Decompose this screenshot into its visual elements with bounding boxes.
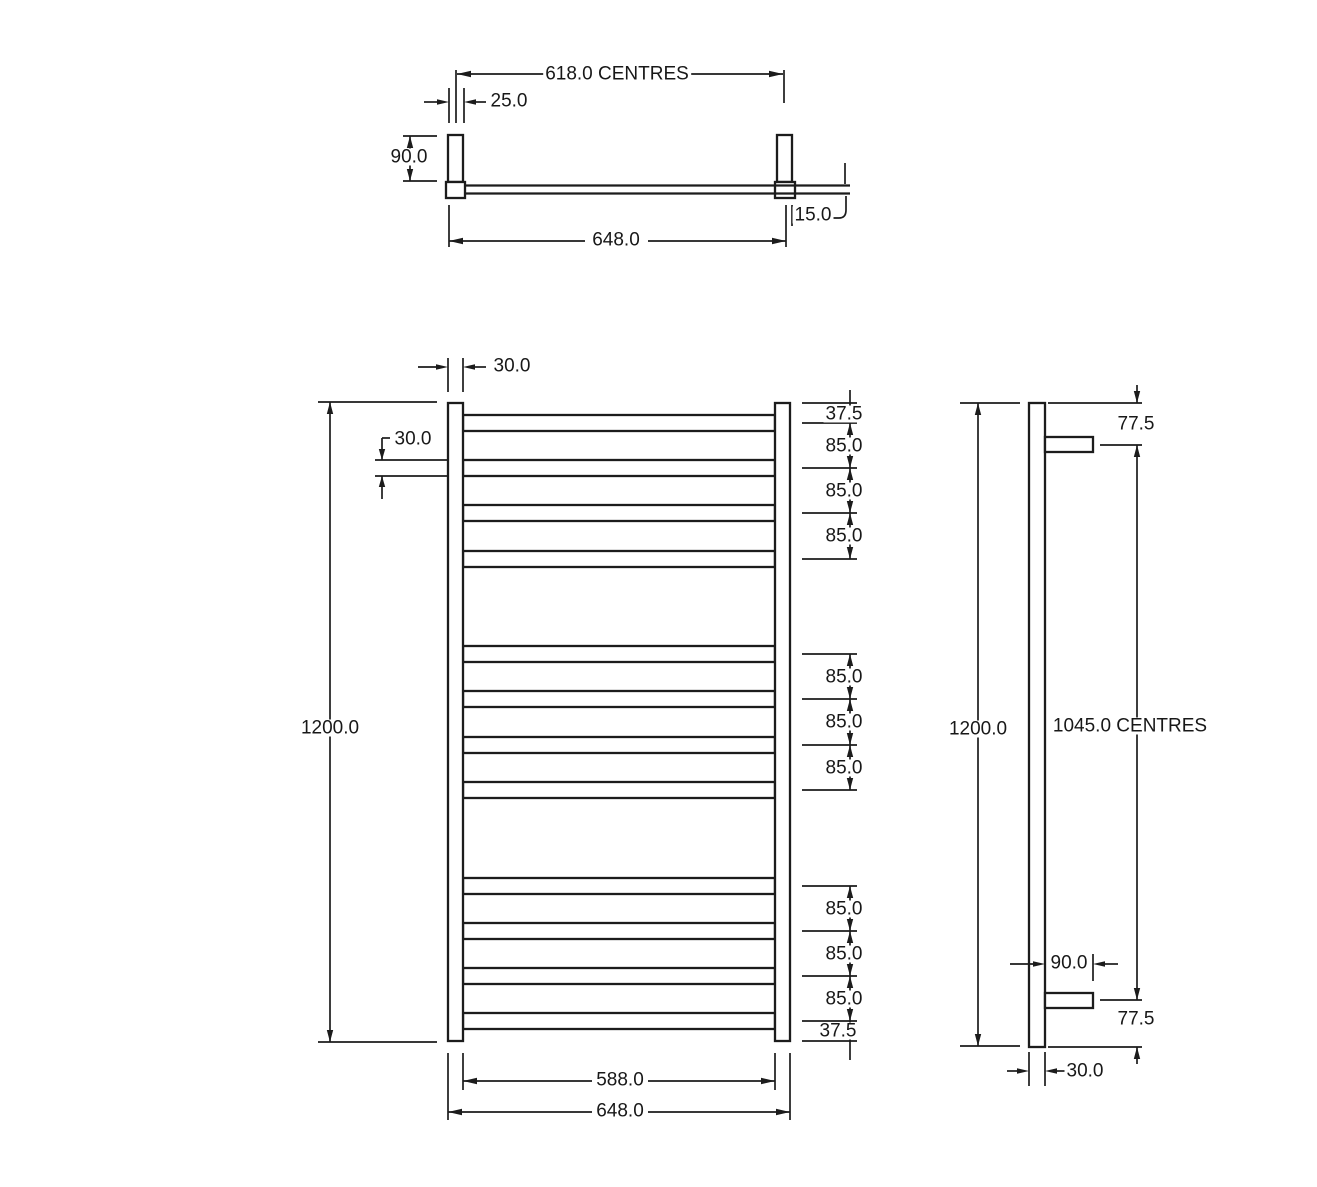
rung <box>461 644 777 664</box>
dim-top-offset: 77.5 <box>1115 413 1157 435</box>
dim-rung-spacing: 85.0 <box>823 480 865 502</box>
right-post <box>773 401 792 1043</box>
rung <box>461 1011 777 1031</box>
dim-rung-spacing: 85.0 <box>823 943 865 965</box>
dim-inner-width: 588.0 <box>594 1069 646 1091</box>
side-view-geometry <box>1027 401 1095 1049</box>
rung <box>461 549 777 569</box>
left-post <box>446 401 465 1043</box>
dim-centres-top-view: 618.0 CENTRES <box>543 63 691 85</box>
dim-rung-spacing: 37.5 <box>817 1020 859 1042</box>
dim-rung-spacing: 85.0 <box>823 435 865 457</box>
left-bracket-base-plan <box>444 180 467 200</box>
dim-bracket-depth-side: 90.0 <box>1048 952 1090 974</box>
front-view-geometry <box>446 401 792 1043</box>
rung <box>461 458 777 478</box>
dim-overall-width-top-view: 648.0 <box>590 229 642 251</box>
dim-centres-side-view: 1045.0 CENTRES <box>1050 715 1210 737</box>
dim-rung-spacing: 85.0 <box>823 988 865 1010</box>
dim-bottom-offset: 77.5 <box>1115 1008 1157 1030</box>
dim-rung-spacing: 85.0 <box>823 898 865 920</box>
dim-tube-width-top-view: 25.0 <box>488 90 530 112</box>
rung <box>461 966 777 986</box>
dim-overall-width-front: 648.0 <box>594 1100 646 1122</box>
top-view-dimensions <box>403 70 847 247</box>
dim-tube-width-side: 30.0 <box>1064 1060 1106 1082</box>
rung <box>461 503 777 523</box>
right-bracket-plan <box>775 133 794 184</box>
post-side-profile <box>1027 401 1047 1049</box>
dim-rung-spacing: 85.0 <box>823 711 865 733</box>
rung <box>461 689 777 709</box>
top-wall-bracket <box>1043 435 1095 454</box>
dim-rung-spacing: 85.0 <box>823 525 865 547</box>
rung <box>461 780 777 800</box>
dim-height-side: 1200.0 <box>946 718 1010 740</box>
dim-height-front: 1200.0 <box>298 717 362 739</box>
dim-rung-size: 30.0 <box>392 428 434 450</box>
dim-rung-spacing: 37.5 <box>823 403 865 425</box>
bottom-wall-bracket <box>1043 991 1095 1010</box>
dim-rung-spacing: 85.0 <box>823 666 865 688</box>
rung <box>461 735 777 755</box>
dim-post-width: 30.0 <box>491 355 533 377</box>
dim-rung-spacing: 85.0 <box>823 757 865 779</box>
top-view-geometry <box>444 133 850 200</box>
left-bracket-plan <box>446 133 465 184</box>
dim-bracket-depth-top-view: 90.0 <box>388 146 430 168</box>
dim-wall-offset: 15.0 <box>792 204 834 226</box>
rung <box>461 876 777 896</box>
rung <box>461 921 777 941</box>
rung <box>461 413 777 433</box>
